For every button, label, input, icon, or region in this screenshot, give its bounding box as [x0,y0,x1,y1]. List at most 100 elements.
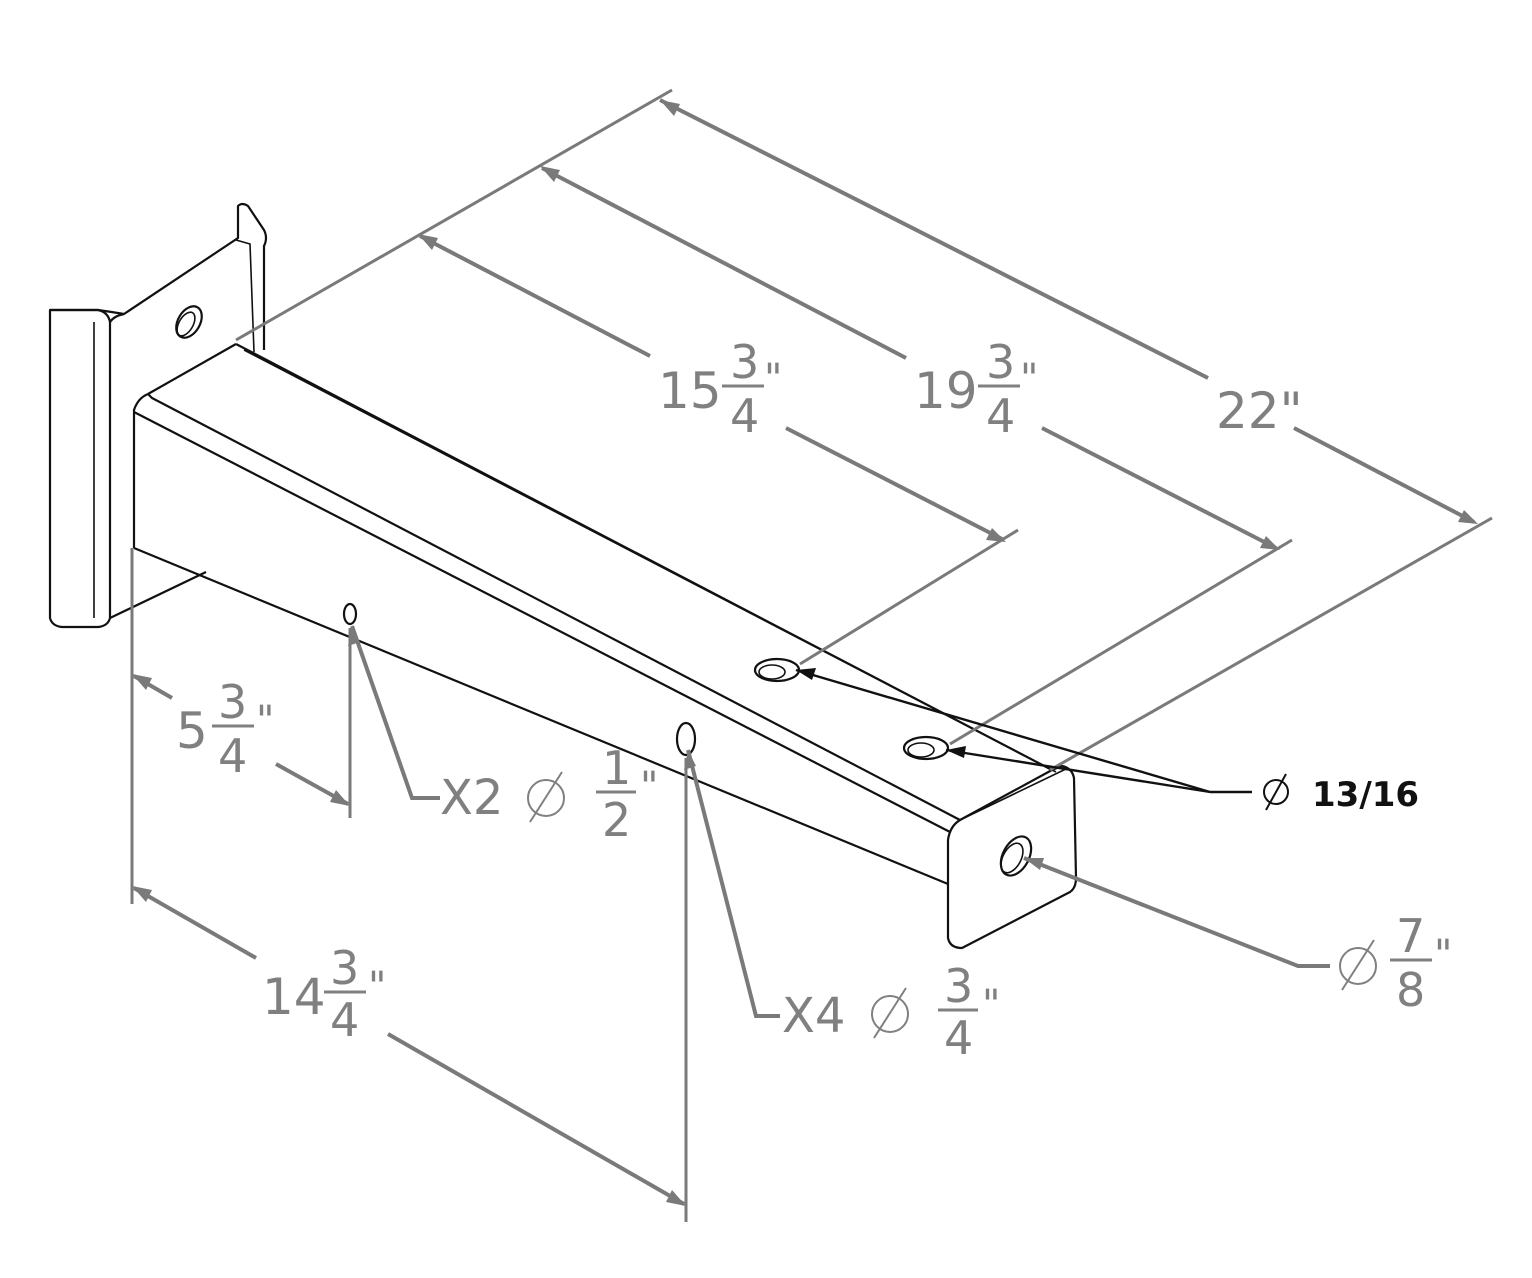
end-cap-inner [959,767,1069,821]
dim-19-whole: 19 [914,362,978,420]
x4-unit: " [982,982,1000,1028]
callout-13-16: 13/16 [1263,773,1419,815]
back-plate-front [48,308,112,629]
dim-22-label: 22" [1216,382,1303,440]
dim-19-unit: " [1020,356,1038,402]
bracket-part [48,202,1078,950]
plate-hole-inner [176,311,196,337]
d78-den: 8 [1396,963,1425,1017]
x2-qty: X2 [440,770,503,826]
dim-19-3-4-label: 19 3 4 " [914,335,1038,443]
arrow-14-start [132,886,152,902]
end-cap [946,764,1078,950]
dim-14-line-a [133,886,257,960]
side-hole-large [675,721,697,757]
leader-7-8 [1023,856,1330,968]
side-hole-small [342,602,358,626]
diameter-symbol-icon [1339,939,1377,991]
dim-22-line-b [1293,426,1475,524]
dim-15-num: 3 [730,335,759,389]
arrow-19-start [540,166,560,182]
dim-19-line-b [1041,426,1277,550]
x2-num: 1 [602,741,631,795]
leader-13-16-b [945,748,1211,794]
arrow-19-end [1260,536,1280,550]
diameter-symbol-icon [1263,773,1289,811]
dim-14-3-4-label: 14 3 4 " [262,941,386,1047]
tube-top-back-line2 [243,349,1057,773]
arrow-x4 [684,750,696,770]
ext-15-end [799,528,1019,666]
leader-13-16 [795,668,1252,794]
back-plate-top [50,308,125,316]
arrow-x2 [348,626,360,646]
top-hole-2 [902,735,950,761]
arrow-7-8 [1024,858,1044,870]
dim-15-unit: " [764,356,782,402]
back-plate-side [109,202,268,350]
tube-top-front-line2 [133,411,951,833]
ext-22-start [235,88,673,342]
dimension-lines [130,88,1493,1222]
dim-14-line-b [387,1032,685,1206]
x2-den: 2 [602,793,631,847]
diameter-symbol-icon [871,987,909,1039]
arrow-14-end [666,1190,686,1206]
arrow-13-16-b [946,746,966,758]
dim-5-unit: " [256,698,274,744]
diameter-symbol-icon [527,771,565,823]
dim-14-unit: " [368,964,386,1010]
dim-14-whole: 14 [262,968,326,1026]
back-plate-fold [235,239,255,353]
dim-5-num: 3 [218,675,247,729]
tube-top-edge [132,392,149,548]
arrow-22-start [660,100,680,116]
plate-hole [175,305,203,339]
back-plate-bottom [109,571,207,619]
arrow-22-end [1458,510,1478,524]
leader-x2 [350,625,440,800]
d78-unit: " [1434,932,1452,978]
dim-5-3-4-label: 5 3 4 " [176,675,274,783]
dim-5-whole: 5 [176,702,208,760]
arrow-15-start [418,234,438,250]
arrow-5-end [330,790,350,806]
callout-7-8: 7 8 " [1339,909,1452,1017]
dim-5-den: 4 [218,729,247,783]
end-hole-inner [1000,842,1024,874]
x4-qty: X4 [782,988,845,1044]
dim-14-num: 3 [330,941,359,995]
dim-15-den: 4 [730,389,759,443]
arrow-13-16-a [796,668,816,680]
arrow-15-end [986,528,1006,542]
callout-x2: X2 1 2 " [440,741,658,847]
end-hole [999,835,1033,877]
label-13-16: 13/16 [1312,775,1419,815]
dim-19-den: 4 [986,389,1015,443]
leader-13-16-a [795,668,1211,794]
x4-num: 3 [944,959,973,1013]
leader-x4 [686,749,780,1018]
callout-x4: X4 3 4 " [782,959,1000,1065]
ext-19-end [949,538,1293,746]
arrowheads [132,100,1478,1206]
dim-14-den: 4 [330,993,359,1047]
dim-19-line-a [541,166,907,360]
dim-19-num: 3 [986,335,1015,389]
dim-15-line-a [419,234,651,358]
tube-bottom-edge [133,546,949,886]
dim-15-3-4-label: 15 3 4 " [658,335,782,443]
dim-15-whole: 15 [658,362,722,420]
tube-top-left [147,343,237,395]
ext-22-end [1049,516,1493,772]
top-hole-1-inner [758,664,786,680]
arrow-5-start [132,674,152,690]
d78-num: 7 [1396,909,1425,963]
top-hole-2-inner [907,742,935,758]
x2-unit: " [640,764,658,810]
tube-top-front-line [147,393,961,821]
x4-den: 4 [944,1011,973,1065]
dim-22-line-a [659,98,1209,380]
dim-15-line-b [785,426,1005,542]
